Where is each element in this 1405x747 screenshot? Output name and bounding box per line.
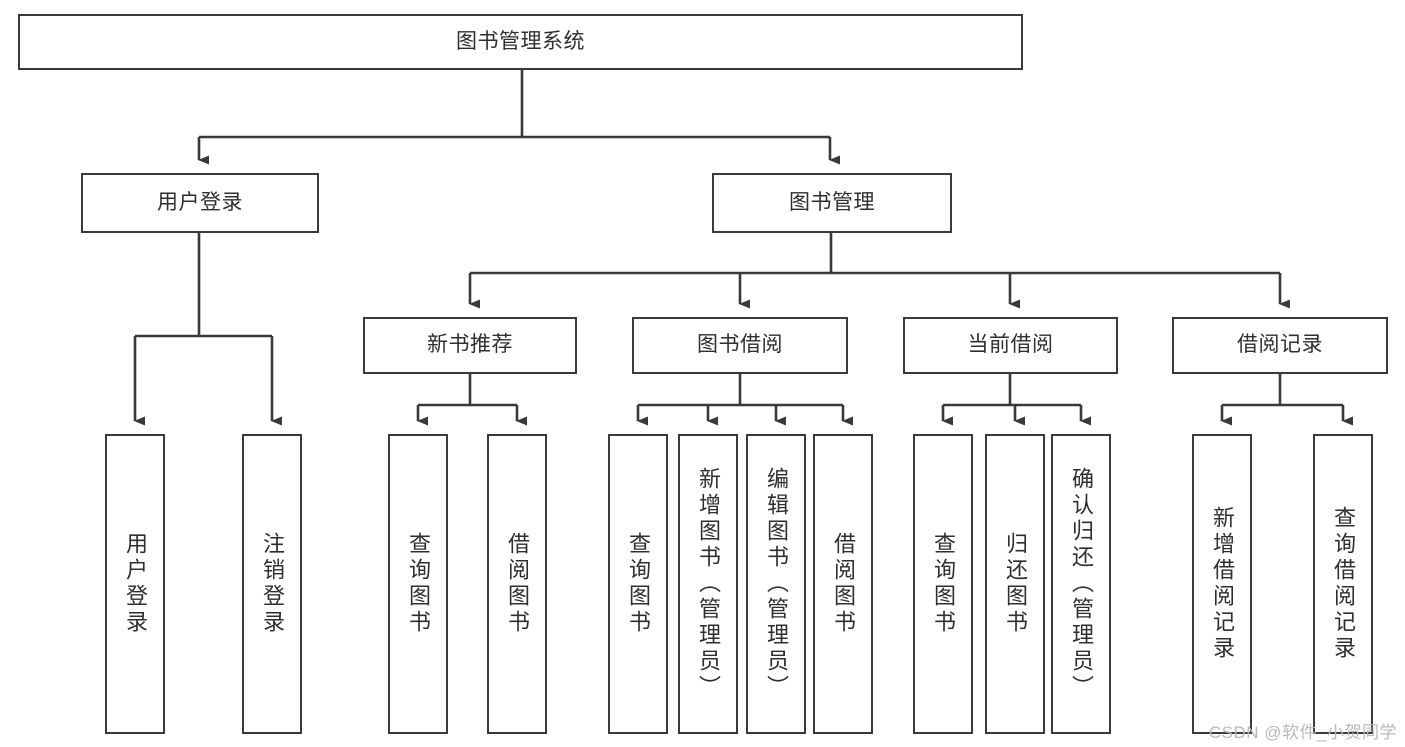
node-user-login-label: 用户登录 [157, 190, 243, 214]
node-leaf-add-book-label: 新增图书（管理员） [696, 467, 721, 701]
node-new-book-recommend[interactable]: 新书推荐 [363, 317, 577, 374]
node-leaf-add-record[interactable]: 新增借阅记录 [1192, 434, 1252, 734]
node-leaf-query-record[interactable]: 查询借阅记录 [1313, 434, 1373, 734]
node-leaf-user-login-label: 用户登录 [123, 532, 148, 636]
node-leaf-query-book-2[interactable]: 查询图书 [608, 434, 668, 734]
node-leaf-query-book-2-label: 查询图书 [626, 532, 651, 636]
node-leaf-borrow-book-1[interactable]: 借阅图书 [487, 434, 547, 734]
node-leaf-query-book-1-label: 查询图书 [406, 532, 431, 636]
node-root[interactable]: 图书管理系统 [18, 14, 1023, 70]
node-current-borrow[interactable]: 当前借阅 [903, 317, 1118, 374]
node-leaf-query-record-label: 查询借阅记录 [1331, 506, 1356, 662]
node-new-book-recommend-label: 新书推荐 [427, 333, 513, 357]
node-leaf-confirm-return-label: 确认归还（管理员） [1069, 467, 1094, 701]
node-leaf-return-book-label: 归还图书 [1003, 532, 1028, 636]
node-leaf-confirm-return[interactable]: 确认归还（管理员） [1051, 434, 1111, 734]
node-leaf-add-book[interactable]: 新增图书（管理员） [678, 434, 738, 734]
node-leaf-add-record-label: 新增借阅记录 [1210, 506, 1235, 662]
node-book-borrow-label: 图书借阅 [697, 333, 783, 357]
node-leaf-borrow-book-1-label: 借阅图书 [505, 532, 530, 636]
node-user-login[interactable]: 用户登录 [81, 173, 319, 233]
node-leaf-query-book-1[interactable]: 查询图书 [388, 434, 448, 734]
node-leaf-logout[interactable]: 注销登录 [242, 434, 302, 734]
node-leaf-edit-book-label: 编辑图书（管理员） [764, 467, 789, 701]
node-leaf-edit-book[interactable]: 编辑图书（管理员） [746, 434, 806, 734]
node-book-manage-label: 图书管理 [789, 190, 875, 214]
node-borrow-record-label: 借阅记录 [1237, 333, 1323, 357]
node-leaf-user-login[interactable]: 用户登录 [105, 434, 165, 734]
node-leaf-borrow-book-2[interactable]: 借阅图书 [813, 434, 873, 734]
node-book-borrow[interactable]: 图书借阅 [632, 317, 848, 374]
node-current-borrow-label: 当前借阅 [967, 333, 1054, 357]
node-leaf-borrow-book-2-label: 借阅图书 [831, 532, 856, 636]
node-leaf-query-book-3[interactable]: 查询图书 [913, 434, 973, 734]
node-root-label: 图书管理系统 [456, 29, 585, 53]
node-leaf-return-book[interactable]: 归还图书 [985, 434, 1045, 734]
node-leaf-logout-label: 注销登录 [260, 532, 285, 636]
node-borrow-record[interactable]: 借阅记录 [1172, 317, 1388, 374]
node-book-manage[interactable]: 图书管理 [712, 173, 952, 233]
node-leaf-query-book-3-label: 查询图书 [931, 532, 956, 636]
